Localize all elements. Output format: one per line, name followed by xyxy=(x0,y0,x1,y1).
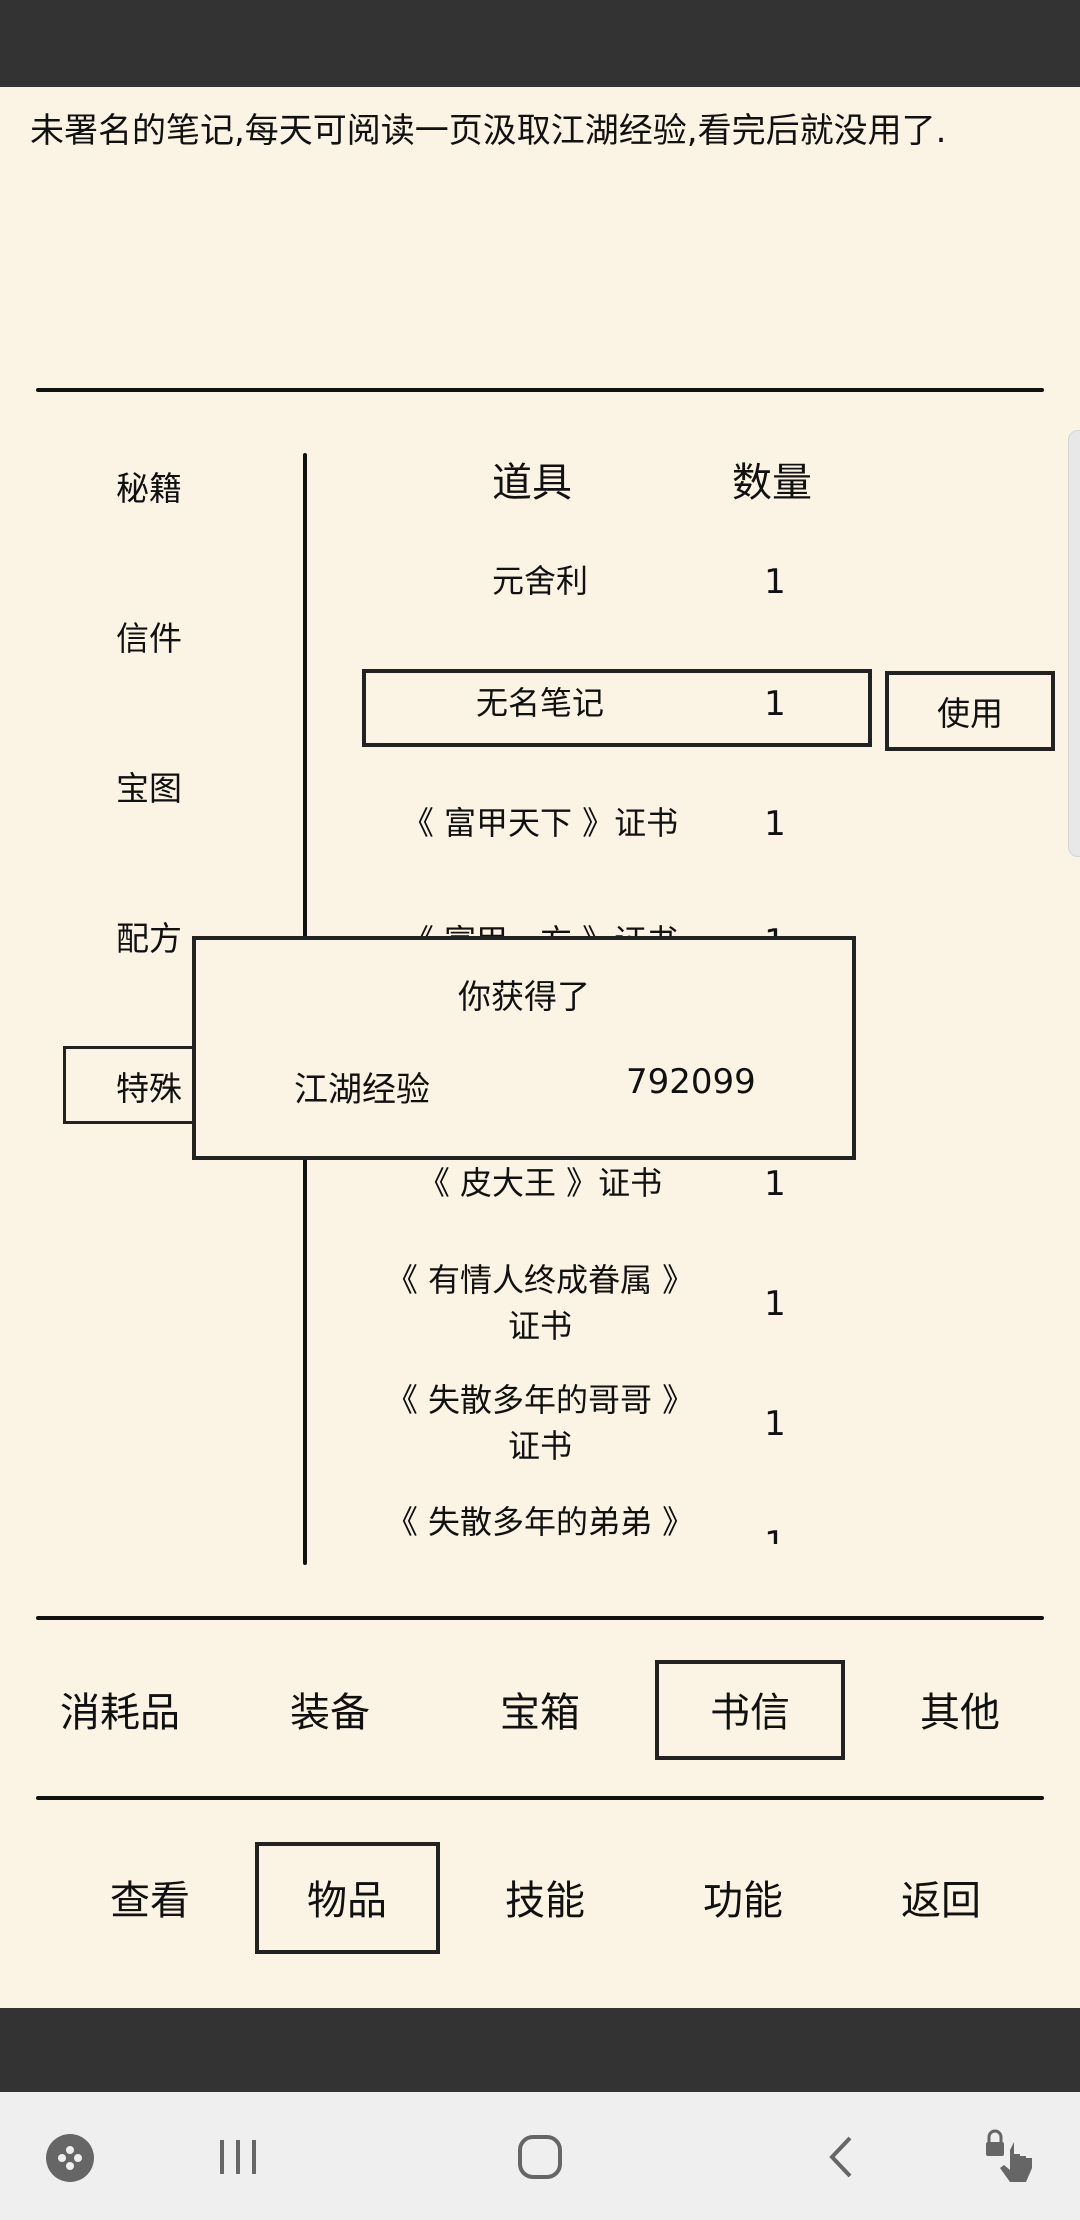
category-recipes[interactable]: 配方 xyxy=(116,919,182,958)
item-row-name[interactable]: 《 皮大王 》证书 xyxy=(417,1164,663,1202)
main-tab-back[interactable]: 返回 xyxy=(901,1878,981,1924)
subtab-consumables[interactable]: 消耗品 xyxy=(60,1690,180,1736)
subtab-selected-frame xyxy=(655,1660,845,1760)
item-row-qty: 1 xyxy=(764,1404,786,1444)
reward-popup[interactable]: 你获得了 江湖经验 792099 xyxy=(192,936,856,1160)
back-icon[interactable] xyxy=(818,2132,868,2182)
category-letters[interactable]: 信件 xyxy=(116,619,182,658)
item-row-qty: 1 xyxy=(764,1164,786,1204)
header-quantity: 数量 xyxy=(732,460,812,506)
category-special[interactable]: 特殊 xyxy=(116,1069,182,1108)
reward-amount: 792099 xyxy=(626,1062,756,1102)
item-row-name[interactable]: 《 失散多年的哥哥 》证书 xyxy=(385,1381,695,1465)
divider-middle xyxy=(36,1616,1044,1620)
use-button[interactable]: 使用 xyxy=(885,671,1055,751)
system-nav-bar xyxy=(0,2092,1080,2220)
category-treasure-maps[interactable]: 宝图 xyxy=(116,769,182,808)
category-manuals[interactable]: 秘籍 xyxy=(116,469,182,508)
subtab-letters[interactable]: 书信 xyxy=(710,1690,790,1736)
item-row-name[interactable]: 《 有情人终成眷属 》证书 xyxy=(385,1261,695,1345)
game-bottom-bar xyxy=(0,2008,1080,2092)
main-tab-skills[interactable]: 技能 xyxy=(505,1878,585,1924)
selected-row-frame xyxy=(362,669,872,747)
edge-panel-handle[interactable] xyxy=(1068,430,1080,857)
item-row-qty: 1 xyxy=(764,804,786,844)
subtab-equipment[interactable]: 装备 xyxy=(290,1690,370,1736)
item-row-name[interactable]: 《 富甲天下 》证书 xyxy=(401,804,679,842)
item-row-qty: 1 xyxy=(764,562,786,602)
item-row-qty: 1 xyxy=(764,1524,786,1544)
item-row-name[interactable]: 元舍利 xyxy=(491,562,588,600)
game-launcher-icon[interactable] xyxy=(46,2134,94,2182)
item-row-name[interactable]: 《 失散多年的弟弟 》 xyxy=(385,1503,695,1541)
main-tab-functions[interactable]: 功能 xyxy=(703,1878,783,1924)
game-launcher-icon xyxy=(58,2146,82,2170)
home-icon[interactable] xyxy=(512,2132,568,2182)
subtab-other[interactable]: 其他 xyxy=(920,1690,1000,1736)
item-description: 未署名的笔记,每天可阅读一页汲取江湖经验,看完后就没用了. xyxy=(30,111,947,151)
item-row-qty: 1 xyxy=(764,1284,786,1324)
divider-bottom xyxy=(36,1796,1044,1800)
touch-lock-icon[interactable] xyxy=(980,2128,1040,2186)
popup-title: 你获得了 xyxy=(458,977,590,1016)
main-tab-items[interactable]: 物品 xyxy=(307,1878,387,1924)
item-row-qty-selected: 1 xyxy=(764,684,786,724)
reward-name: 江湖经验 xyxy=(294,1070,430,1110)
status-bar xyxy=(0,0,1080,87)
main-tab-selected-frame xyxy=(255,1842,440,1954)
divider-top xyxy=(36,388,1044,392)
recents-icon[interactable] xyxy=(214,2134,264,2180)
item-row-name-selected[interactable]: 无名笔记 xyxy=(475,684,604,722)
main-tab-view[interactable]: 查看 xyxy=(110,1878,190,1924)
header-item: 道具 xyxy=(492,460,572,506)
subtab-chests[interactable]: 宝箱 xyxy=(500,1690,580,1736)
